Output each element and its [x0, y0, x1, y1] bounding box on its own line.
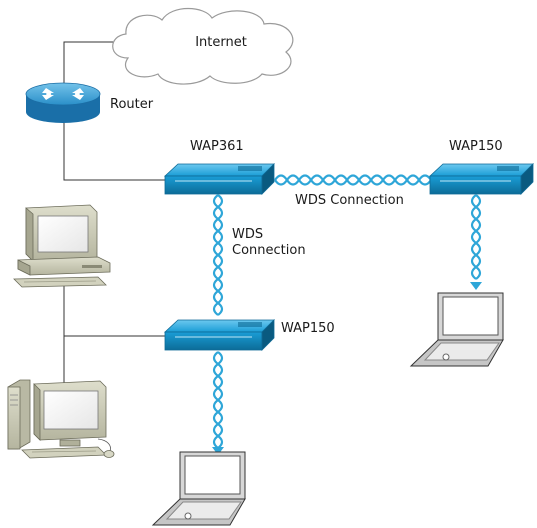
- tower-computer-icon: [7, 379, 115, 459]
- cloud-icon: [112, 8, 294, 85]
- internet-cloud: Internet: [112, 8, 294, 85]
- access-point-icon: [163, 319, 275, 351]
- wap150-right-label: WAP150: [449, 139, 503, 154]
- access-point-icon: [163, 163, 275, 195]
- tower-computer: [7, 379, 115, 459]
- access-point-icon: [428, 163, 534, 195]
- desktop-computer: [13, 204, 111, 288]
- wireless-arrowheads: [212, 282, 482, 455]
- wireless-links: [212, 174, 482, 449]
- arrowhead-bottom-laptop: [212, 447, 224, 455]
- wap361-label: WAP361: [190, 139, 244, 154]
- laptop-icon: [151, 451, 246, 526]
- wifi-link-bottom-laptop: [212, 351, 224, 449]
- wap150-bottom-label: WAP150: [281, 321, 335, 336]
- router-label: Router: [110, 97, 154, 112]
- cable-router-to-wap361: [63, 120, 168, 181]
- wap361-access-point: WAP361: [163, 139, 275, 195]
- laptop-right: [409, 292, 504, 367]
- wds-link-horizontal: [274, 174, 432, 186]
- router-arrows-icon: [42, 88, 84, 100]
- laptop-bottom: [151, 451, 246, 526]
- wap150-bottom-access-point: WAP150: [163, 319, 335, 351]
- cable-desktop-to-wap150: [63, 285, 168, 337]
- wds-vertical-label-line2: Connection: [232, 243, 306, 258]
- cable-router-to-internet: [63, 41, 120, 90]
- router: Router: [25, 82, 154, 123]
- wds-vertical-label-line1: WDS: [232, 227, 263, 242]
- wds-horizontal-label: WDS Connection: [295, 193, 404, 208]
- wap150-right-access-point: WAP150: [428, 139, 534, 195]
- laptop-icon: [409, 292, 504, 367]
- wired-links: [63, 41, 168, 383]
- desktop-computer-icon: [13, 204, 111, 288]
- wifi-link-right-laptop: [470, 194, 482, 280]
- internet-label: Internet: [195, 35, 247, 50]
- arrowhead-right-laptop: [470, 282, 482, 290]
- router-icon: [25, 82, 101, 123]
- wds-link-vertical: [212, 194, 224, 316]
